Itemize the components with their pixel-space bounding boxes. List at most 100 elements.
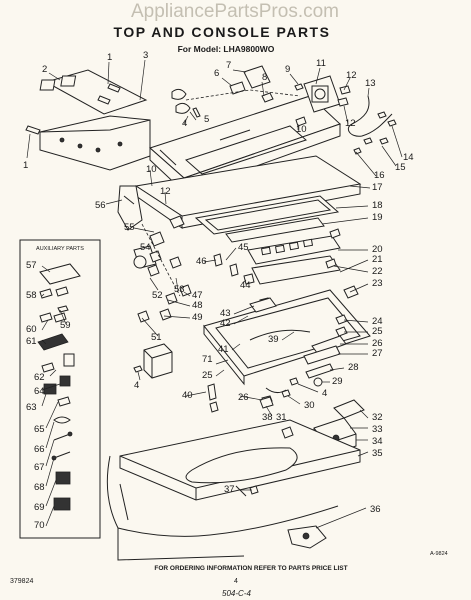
aux-callout-part-64: 64	[34, 386, 45, 397]
callout-part-71: 71	[202, 354, 213, 365]
aux-title: AUXILIARY PARTS	[36, 246, 84, 252]
callout-part-48: 48	[192, 300, 203, 311]
aux-callout-part-57: 57	[26, 260, 37, 271]
callout-part-36: 36	[370, 504, 381, 515]
aux-callout-part-70: 70	[34, 520, 45, 531]
callout-part-4: 4	[134, 380, 139, 391]
aux-callout-part-62: 62	[34, 372, 45, 383]
callout-part-10: 10	[296, 124, 307, 135]
callout-part-28: 28	[348, 362, 359, 373]
watermark: AppliancePartsPros.com	[131, 1, 339, 22]
callout-part-31: 31	[276, 412, 287, 423]
callout-part-29: 29	[332, 376, 343, 387]
callout-part-33: 33	[372, 424, 383, 435]
aux-callout-part-65: 65	[34, 424, 45, 435]
callout-part-19: 19	[372, 212, 383, 223]
callout-part-55: 55	[124, 222, 135, 233]
callout-part-38: 38	[262, 412, 273, 423]
callout-part-11: 11	[316, 58, 326, 69]
aux-callout-part-60: 60	[26, 324, 37, 335]
callout-part-4: 4	[322, 388, 327, 399]
callout-part-12: 12	[346, 70, 357, 81]
lid-clip	[287, 525, 327, 549]
callout-part-54: 54	[140, 242, 151, 253]
callout-part-26: 26	[372, 338, 383, 349]
callout-part-51: 51	[151, 332, 162, 343]
callout-part-16: 16	[374, 170, 385, 181]
callout-part-5: 5	[204, 114, 209, 125]
model-line: For Model: LHA9800WO	[178, 44, 275, 54]
callout-part-35: 35	[372, 448, 383, 459]
callout-part-1: 1	[107, 52, 112, 63]
aux-callout-part-68: 68	[34, 482, 45, 493]
callout-part-44: 44	[240, 280, 251, 291]
callout-part-52: 52	[152, 290, 163, 301]
washer-lid	[203, 289, 371, 386]
callout-part-3: 3	[143, 50, 148, 61]
callout-part-10: 10	[146, 164, 157, 175]
top-cover	[106, 383, 361, 561]
callout-part-34: 34	[372, 436, 383, 447]
aux-callout-part-61: 61	[26, 336, 37, 347]
callout-part-42: 42	[220, 318, 231, 329]
callout-part-53: 53	[174, 284, 185, 295]
left-bracket	[117, 185, 143, 231]
callout-part-47: 47	[192, 290, 203, 301]
wire-harness	[347, 95, 397, 155]
callout-part-39: 39	[268, 334, 279, 345]
callout-part-32: 32	[372, 412, 383, 423]
top-hardware	[171, 65, 304, 118]
aux-callout-part-63: 63	[26, 402, 37, 413]
switch-group	[133, 215, 192, 323]
callout-part-20: 20	[372, 244, 383, 255]
aux-callout-part-66: 66	[34, 444, 45, 455]
callout-part-12: 12	[345, 118, 356, 129]
callout-part-4: 4	[182, 118, 187, 129]
callout-part-37: 37	[224, 484, 235, 495]
callout-part-12: 12	[160, 186, 171, 197]
timer-assembly	[295, 75, 351, 127]
callout-part-7: 7	[226, 60, 231, 71]
callout-part-15: 15	[395, 162, 406, 173]
lid-switch-box	[133, 343, 173, 379]
callout-part-17: 17	[372, 182, 383, 193]
figure-code: A-9824	[430, 551, 448, 557]
diagram-title: TOP AND CONSOLE PARTS	[114, 24, 331, 40]
callout-part-22: 22	[372, 266, 383, 277]
aux-callout-part-67: 67	[34, 462, 45, 473]
callout-part-46: 46	[196, 256, 207, 267]
callout-part-21: 21	[372, 254, 383, 265]
auxiliary-parts-box: AUXILIARY PARTS	[19, 239, 101, 539]
aux-callout-part-58: 58	[26, 290, 37, 301]
document-code: 379824	[10, 578, 33, 585]
callout-part-26: 26	[238, 392, 249, 403]
aux-callout-part-69: 69	[34, 502, 45, 513]
hinge-parts	[261, 285, 359, 404]
callout-part-40: 40	[182, 390, 193, 401]
callout-part-49: 49	[192, 312, 203, 323]
callout-part-25: 25	[202, 370, 213, 381]
callout-part-30: 30	[304, 400, 315, 411]
callout-part-14: 14	[403, 152, 414, 163]
callout-part-56: 56	[95, 200, 106, 211]
callout-part-45: 45	[238, 242, 249, 253]
callout-part-27: 27	[372, 348, 383, 359]
rear-panel-group	[25, 69, 151, 171]
handwritten-code: 504-C-4	[222, 589, 251, 598]
console-housing	[134, 155, 362, 243]
callout-part-2: 2	[42, 64, 47, 75]
callout-part-18: 18	[372, 200, 383, 211]
callout-part-43: 43	[220, 308, 231, 319]
callout-part-23: 23	[372, 278, 383, 289]
callout-part-41: 41	[218, 344, 229, 355]
callout-part-6: 6	[214, 68, 219, 79]
callout-part-1: 1	[23, 160, 28, 171]
callout-part-24: 24	[372, 316, 383, 327]
callout-part-9: 9	[285, 64, 290, 75]
ordering-note: FOR ORDERING INFORMATION REFER TO PARTS …	[154, 565, 347, 572]
leader-lines	[26, 59, 403, 529]
